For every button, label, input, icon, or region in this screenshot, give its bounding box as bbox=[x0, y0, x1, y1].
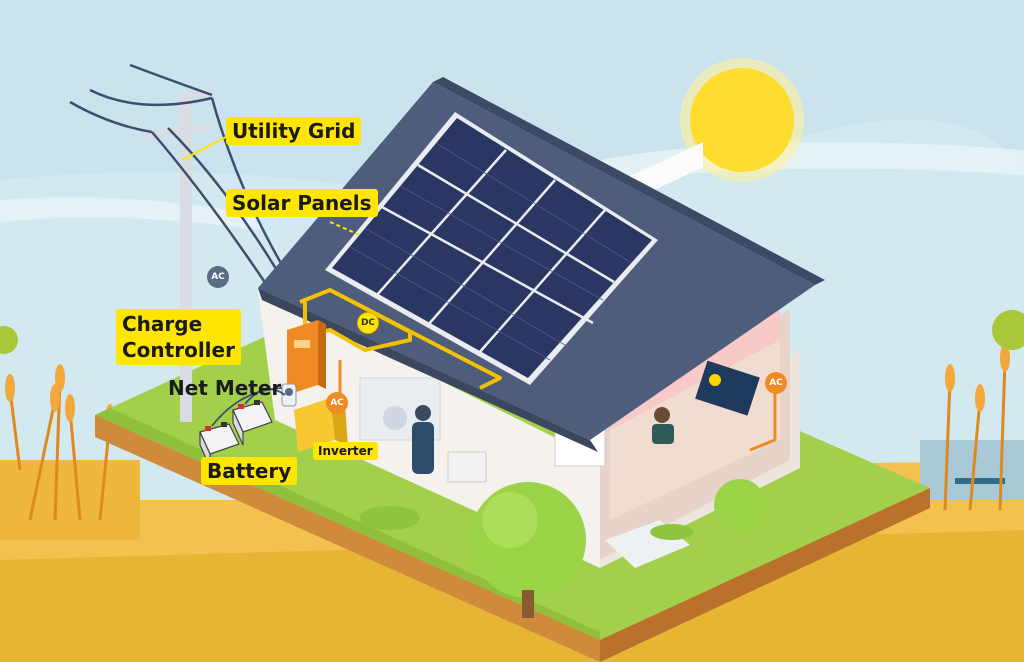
person-sofa-body bbox=[652, 424, 674, 444]
cloud-streak bbox=[0, 197, 260, 230]
wheat-right bbox=[943, 359, 1007, 511]
grass-patch bbox=[360, 506, 420, 530]
ground-edge bbox=[600, 488, 930, 662]
label-inverter: Inverter bbox=[313, 442, 378, 460]
bush bbox=[992, 310, 1024, 350]
ac-badge-living-room: AC bbox=[765, 372, 787, 394]
grass-patch bbox=[650, 524, 694, 540]
roof-ridge bbox=[433, 77, 825, 285]
inverter bbox=[294, 398, 335, 452]
label-battery: Battery bbox=[201, 457, 298, 485]
person-sofa bbox=[654, 407, 670, 423]
battery-cables bbox=[211, 387, 286, 427]
person-kitchen-body bbox=[412, 422, 434, 474]
label-solar-panels: Solar Panels bbox=[226, 189, 378, 217]
leader-line-solar bbox=[329, 221, 363, 237]
pole-crossarm bbox=[141, 123, 213, 140]
charge-controller bbox=[287, 320, 318, 395]
wheat-heads-right bbox=[945, 344, 1010, 412]
label-charge-controller-line1: Charge bbox=[122, 312, 203, 336]
leader-line-utility bbox=[181, 135, 229, 161]
tv-sun bbox=[709, 374, 721, 386]
solar-panel-array bbox=[325, 112, 658, 385]
person-kitchen-head bbox=[415, 405, 431, 421]
label-utility-grid: Utility Grid bbox=[226, 117, 362, 145]
pond-ripple bbox=[955, 478, 1005, 484]
dc-badge-panels: DC bbox=[357, 312, 379, 334]
label-charge-controller-line2: Controller bbox=[122, 338, 235, 362]
panel-surface bbox=[332, 118, 652, 378]
bush bbox=[0, 326, 18, 354]
background-field bbox=[0, 460, 140, 540]
tree-highlight bbox=[482, 492, 538, 548]
shrub bbox=[714, 479, 766, 531]
net-meter-dial bbox=[285, 388, 293, 396]
ac-badge-grid: AC bbox=[207, 266, 229, 288]
battery-bank bbox=[199, 400, 273, 468]
panel-cells bbox=[349, 142, 631, 361]
ac-badge-inverter: AC bbox=[326, 392, 348, 414]
roof-eave bbox=[258, 288, 598, 452]
label-net-meter: Net Meter bbox=[168, 376, 282, 400]
charge-controller-side bbox=[318, 320, 326, 389]
sun-icon bbox=[690, 68, 794, 172]
charge-controller-display bbox=[294, 340, 310, 348]
table bbox=[447, 451, 487, 483]
label-charge-controller: Charge Controller bbox=[116, 309, 241, 365]
washing-machine bbox=[383, 406, 407, 430]
tree-trunk bbox=[522, 590, 534, 618]
tv bbox=[695, 360, 760, 416]
cloud-band bbox=[0, 0, 1024, 199]
